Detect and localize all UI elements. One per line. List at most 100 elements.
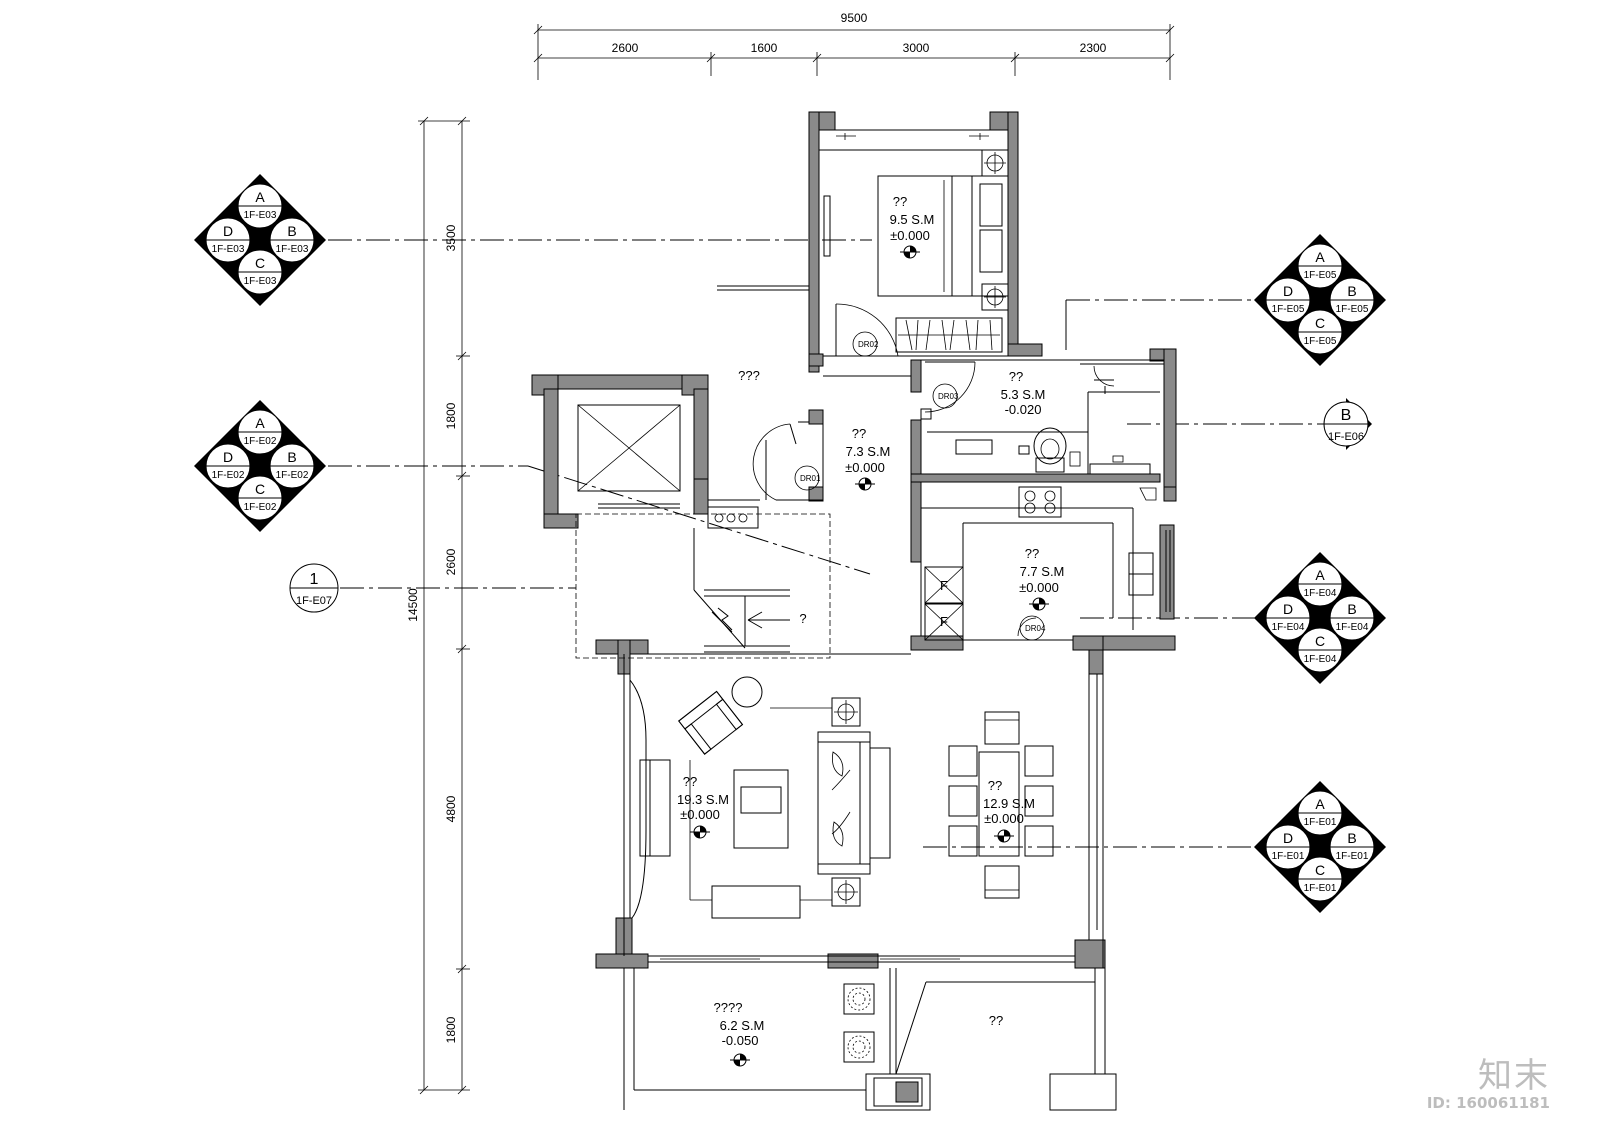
- watermark-id: ID: 160061181: [1426, 1094, 1550, 1112]
- watermark-logo: 知末: [1478, 1056, 1550, 1096]
- elevation-ref-d: 1F-E03: [212, 244, 245, 255]
- dining-table: [978, 751, 1020, 857]
- elevation-letter-a: A: [1315, 796, 1325, 812]
- room-kitchen-name: ??: [1025, 546, 1039, 561]
- dim-top-seg-2: 1600: [751, 41, 778, 55]
- level-marker-icon: [994, 829, 1014, 843]
- door-tags: DR01 DR02 DR03 DR04: [794, 331, 1046, 641]
- elevation-letter-b: B: [287, 449, 296, 465]
- room-terrace-area: 6.2 S.M: [720, 1018, 765, 1033]
- elevation-letter-c: C: [1315, 633, 1325, 649]
- dining-chairs: [948, 711, 1054, 899]
- elevation-ref-d: 1F-E04: [1272, 622, 1305, 633]
- elevation-letter-a: A: [1315, 567, 1325, 583]
- elevation-letter-a: A: [1315, 249, 1325, 265]
- room-hall-level: ±0.000: [845, 460, 885, 475]
- label-garden: ??: [989, 1013, 1003, 1028]
- room-bath-name: ??: [1009, 369, 1023, 384]
- elevation-ref-a: 1F-E05: [1304, 270, 1337, 281]
- elevation-letter-c: C: [1315, 315, 1325, 331]
- level-markers: [690, 245, 1049, 1067]
- cooktop: [1018, 486, 1062, 518]
- door-tag-dr01: DR01: [800, 474, 821, 483]
- dimension-lines: 9500 2600 1600 3000 2300 14500 3500: [406, 11, 1175, 1095]
- dim-left-seg-1: 3500: [444, 224, 458, 251]
- elevation-diamond: [1254, 781, 1386, 913]
- elevation-ref-c: 1F-E02: [244, 502, 277, 513]
- planter-1: [843, 983, 875, 1015]
- dim-left-total: 14500: [406, 588, 420, 622]
- room-bath-area: 5.3 S.M: [1001, 387, 1046, 402]
- elevation-letter-c: C: [1315, 862, 1325, 878]
- room-dining-area: 12.9 S.M: [983, 796, 1035, 811]
- elevation-ref-b: 1F-E01: [1336, 851, 1369, 862]
- elevation-diamond: [1254, 552, 1386, 684]
- room-dining-level: ±0.000: [984, 811, 1024, 826]
- bench: [711, 885, 801, 919]
- elevation-letter-c: C: [255, 481, 265, 497]
- bath-sink: [955, 439, 993, 455]
- elevation-letter-b: B: [1347, 830, 1356, 846]
- elevation-letter-b: B: [287, 223, 296, 239]
- elevation-letter-b: B: [1347, 601, 1356, 617]
- fridge-mark-1: F: [940, 578, 948, 593]
- section-mark-b: B 1F-E06: [1323, 398, 1372, 450]
- room-terrace-level: -0.050: [722, 1033, 759, 1048]
- elevation-ref-d: 1F-E05: [1272, 304, 1305, 315]
- elevation-ref-b: 1F-E05: [1336, 304, 1369, 315]
- level-marker-icon: [1029, 597, 1049, 611]
- section-mark-b-letter: B: [1341, 407, 1352, 424]
- wardrobe-hangers: [898, 319, 1000, 351]
- room-dining-name: ??: [988, 778, 1002, 793]
- elevation-ref-d: 1F-E01: [1272, 851, 1305, 862]
- lounge-chair: [678, 690, 744, 755]
- room-living-name: ??: [683, 774, 697, 789]
- elevation-ref-b: 1F-E04: [1336, 622, 1369, 633]
- dim-top-seg-3: 3000: [903, 41, 930, 55]
- room-labels: ?? 9.5 S.M ±0.000 ?? 5.3 S.M -0.020 ?? 7…: [677, 194, 1064, 1048]
- dim-top-total: 9500: [841, 11, 868, 25]
- room-terrace-name: ????: [714, 1000, 743, 1015]
- nightstand-bottom: [981, 283, 1009, 311]
- room-hall-area: 7.3 S.M: [846, 444, 891, 459]
- room-kitchen-level: ±0.000: [1019, 580, 1059, 595]
- room-living-level: ±0.000: [680, 807, 720, 822]
- elevation-ref-b: 1F-E03: [276, 244, 309, 255]
- elevation-ref-c: 1F-E03: [244, 276, 277, 287]
- elevation-letter-d: D: [223, 449, 233, 465]
- elevation-letter-a: A: [255, 415, 265, 431]
- dim-left-seg-3: 2600: [444, 548, 458, 575]
- elevator-car: [577, 404, 681, 492]
- elevation-ref-a: 1F-E01: [1304, 817, 1337, 828]
- elevation-ref-a: 1F-E03: [244, 210, 277, 221]
- level-marker-icon: [900, 245, 920, 259]
- elevation-ref-b: 1F-E02: [276, 470, 309, 481]
- dim-top-seg-1: 2600: [612, 41, 639, 55]
- door-tag-dr04: DR04: [1025, 624, 1046, 633]
- stair: [693, 528, 790, 653]
- building-outlines: [575, 129, 1171, 1111]
- fridge-mark-2: F: [940, 614, 948, 629]
- elevation-letter-b: B: [1347, 283, 1356, 299]
- elevation-ref-d: 1F-E02: [212, 470, 245, 481]
- elevation-diamond: [194, 174, 326, 306]
- coffee-table: [733, 769, 789, 849]
- tv-cabinet: [639, 759, 671, 857]
- room-bath-level: -0.020: [1005, 402, 1042, 417]
- elevation-letter-d: D: [1283, 283, 1293, 299]
- door-tag-dr03: DR03: [938, 392, 959, 401]
- sofa: [817, 731, 891, 875]
- side-lamp-top: [831, 697, 861, 727]
- dim-left-seg-4: 4800: [444, 795, 458, 822]
- fridge-units: [924, 566, 964, 641]
- section-mark-b-ref: 1F-E06: [1328, 431, 1364, 443]
- level-marker-icon: [855, 477, 875, 491]
- room-bedroom-name: ??: [893, 194, 907, 209]
- level-marker-icon: [690, 825, 710, 839]
- planter-2: [843, 1031, 875, 1063]
- label-stair: ?: [799, 611, 806, 626]
